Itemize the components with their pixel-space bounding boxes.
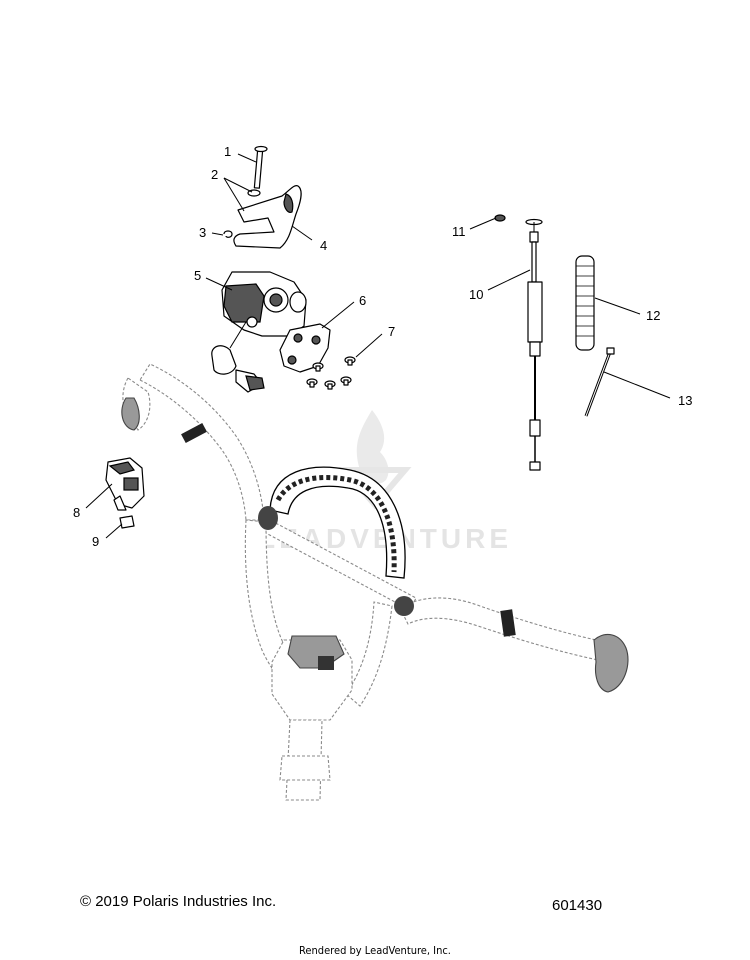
- cable-harness: [269, 466, 406, 579]
- part-8-switch-block[interactable]: [105, 457, 145, 511]
- rendered-by-credit: Rendered by LeadVenture, Inc.: [299, 944, 451, 957]
- callout-13: 13: [678, 393, 692, 408]
- callout-10: 10: [469, 287, 483, 302]
- callout-12: 12: [646, 308, 660, 323]
- callout-5: 5: [194, 268, 201, 283]
- callout-8: 8: [73, 505, 80, 520]
- callout-9: 9: [92, 534, 99, 549]
- part-13-cable-tie[interactable]: [584, 347, 615, 417]
- part-4-bracket[interactable]: [233, 185, 302, 249]
- callout-7: 7: [388, 324, 395, 339]
- callout-1: 1: [224, 144, 231, 159]
- callout-3: 3: [199, 225, 206, 240]
- stem-clamp-bolt: [318, 656, 334, 670]
- part-1-pin[interactable]: [253, 145, 268, 189]
- right-grip: [593, 633, 629, 693]
- drawing-number: 601430: [552, 897, 603, 914]
- right-bar-tube: [399, 597, 599, 661]
- part-7-screws[interactable]: [306, 356, 356, 390]
- leadventure-flame-logo: [356, 410, 389, 484]
- left-grip-end: [121, 397, 140, 431]
- cable-harness-wrap: [275, 475, 397, 573]
- part-10-throttle-cable[interactable]: [525, 218, 543, 471]
- part-6-mount-plate[interactable]: [279, 323, 331, 373]
- steering-post-ring: [279, 755, 331, 781]
- part-3-clip[interactable]: [223, 230, 233, 238]
- callout-2: 2: [211, 167, 218, 182]
- callout-11: 11: [452, 224, 466, 239]
- part-11-clip[interactable]: [494, 214, 506, 222]
- right-bar-drop: [345, 601, 393, 707]
- right-cable-clamp: [394, 596, 414, 616]
- crossbar: [263, 519, 417, 611]
- callout-4: 4: [320, 238, 327, 253]
- part-9-plug[interactable]: [119, 515, 135, 529]
- part-12-sleeve-wrap[interactable]: [575, 255, 595, 351]
- copyright-notice: © 2019 Polaris Industries Inc.: [80, 893, 277, 910]
- left-bar-drop: [244, 519, 319, 697]
- leader-lines: [85, 153, 671, 539]
- left-cable-clamp: [258, 506, 278, 530]
- callout-labels: 1 2 3 4 5 6 7 8 9 10 11 12 13: [73, 144, 692, 549]
- right-bar-band: [500, 609, 516, 637]
- left-bar-band: [181, 422, 207, 444]
- callout-6: 6: [359, 293, 366, 308]
- handlebar-assembly: [121, 363, 629, 801]
- part-5-switch-housing[interactable]: [211, 271, 307, 393]
